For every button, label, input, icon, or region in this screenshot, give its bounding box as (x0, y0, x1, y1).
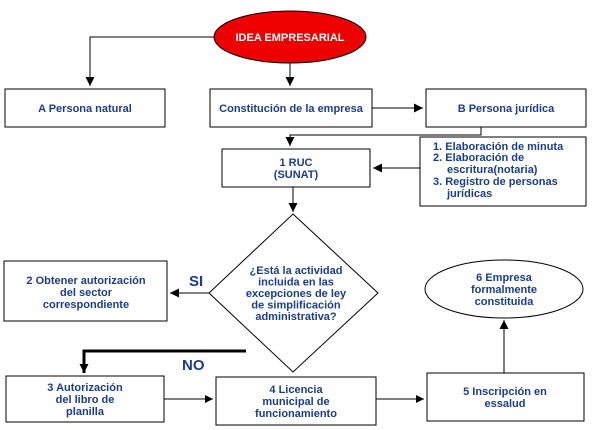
empresa-constituida-label-line: 6 Empresa (476, 272, 533, 284)
steps-list-line: escritura(notaria) (447, 164, 538, 176)
decision-diamond (208, 213, 379, 373)
constitucion-label: Constitución de la empresa (219, 103, 364, 115)
persona-juridica-box (425, 88, 587, 128)
arrow-idea-to-persona-natural (85, 36, 215, 86)
steps-list-line: 3. Registro de personas (433, 176, 558, 188)
licencia-label-line: municipal de (262, 396, 329, 408)
persona-juridica-label-line: B Persona jurídica (458, 103, 555, 115)
idea-label-line: IDEA EMPRESARIAL (236, 32, 345, 44)
autorizacion-sector-box (3, 260, 168, 322)
ruc-label: 1 RUC(SUNAT) (274, 157, 319, 181)
essalud-label-line: essalud (485, 398, 526, 410)
libro-planilla-label-line: 3 Autorización (47, 382, 123, 394)
constitucion-label-line: Constitución de la empresa (219, 103, 364, 115)
decision-label-line: ¿Está la actividad (250, 265, 343, 277)
empresa-constituida-oval (424, 259, 584, 319)
libro-planilla-label-line: planilla (66, 406, 105, 418)
licencia-label-line: funcionamiento (255, 408, 337, 420)
autorizacion-sector-label-line: correspondiente (43, 299, 129, 311)
arrow-decision-no (79, 349, 246, 373)
steps-list-line: 1. Elaboración de minuta (433, 141, 564, 153)
autorizacion-sector-label-line: 2 Obtener autorización (26, 275, 145, 287)
empresa-constituida-label-line: formalmente (471, 284, 537, 296)
empresa-constituida-label-line: constituida (475, 296, 535, 308)
libro-planilla-label-line: del libro de (56, 394, 115, 406)
si-label: SI (189, 273, 203, 290)
essalud-box (426, 372, 585, 422)
ruc-label-line: 1 RUC (279, 157, 312, 169)
decision-label-line: excepciones de ley (246, 288, 347, 300)
steps-list-line: 2. Elaboración de (433, 152, 524, 164)
essalud-label-line: 5 Inscripción en (463, 386, 547, 398)
arrow-persona-juridica-to-ruc (285, 127, 482, 146)
ruc-label-line: (SUNAT) (274, 169, 319, 181)
decision-label-line: de simplificación (251, 300, 341, 312)
decision-label-line: incluida en las (258, 277, 334, 289)
decision-label-line: administrativa? (255, 311, 337, 323)
constitucion-box (209, 88, 373, 128)
no-label: NO (182, 357, 205, 374)
persona-natural-label: A Persona natural (38, 103, 132, 115)
licencia-box (215, 376, 377, 426)
libro-planilla-box (5, 375, 165, 423)
idea-label: IDEA EMPRESARIAL (236, 32, 345, 44)
licencia-label-line: 4 Licencia (269, 384, 323, 396)
steps-list-line: jurídicas (446, 188, 492, 200)
persona-natural-box (4, 88, 166, 128)
persona-juridica-label: B Persona jurídica (458, 103, 555, 115)
persona-natural-label-line: A Persona natural (38, 103, 132, 115)
steps-box (419, 136, 587, 207)
ruc-box (221, 148, 371, 188)
autorizacion-sector-label-line: del sector (60, 287, 113, 299)
